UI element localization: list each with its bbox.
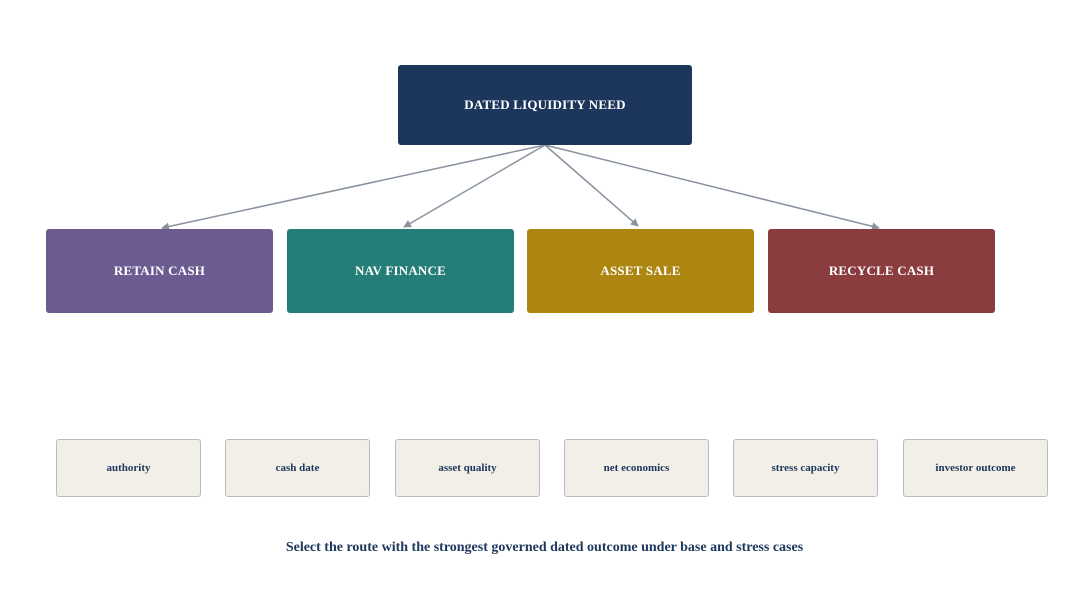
criterion-label: stress capacity	[771, 462, 840, 474]
criterion-label: investor outcome	[935, 462, 1016, 474]
criterion-label: net economics	[603, 462, 670, 474]
connector-nav-finance	[403, 144, 546, 228]
option-label-retain-cash: RETAIN CASH	[113, 263, 206, 278]
criterion-asset-quality: asset quality	[395, 439, 540, 497]
option-label-asset-sale: ASSET SALE	[600, 263, 681, 278]
decision-instruction: Select the route with the strongest gove…	[0, 540, 1089, 556]
connector-recycle-cash	[544, 144, 880, 231]
criterion-label: asset quality	[438, 462, 497, 474]
option-label-nav-finance: NAV FINANCE	[355, 263, 446, 278]
criterion-net-economics: net economics	[564, 439, 709, 497]
connector-retain-cash	[161, 144, 546, 231]
connector-asset-sale	[544, 144, 639, 227]
criterion-investor-outcome: investor outcome	[903, 439, 1048, 497]
criterion-stress-capacity: stress capacity	[733, 439, 878, 497]
root-node-dated-liquidity-need: DATED LIQUIDITY NEED	[398, 65, 692, 145]
option-node-retain-cash: RETAIN CASH	[46, 229, 273, 313]
criterion-cash-date: cash date	[225, 439, 370, 497]
root-node-label: DATED LIQUIDITY NEED	[464, 97, 626, 112]
option-node-asset-sale: ASSET SALE	[527, 229, 754, 313]
option-node-recycle-cash: RECYCLE CASH	[768, 229, 995, 313]
option-label-recycle-cash: RECYCLE CASH	[828, 263, 935, 278]
decision-instruction-text: Select the route with the strongest gove…	[285, 540, 804, 555]
criterion-authority: authority	[56, 439, 201, 497]
option-node-nav-finance: NAV FINANCE	[287, 229, 514, 313]
criterion-label: authority	[106, 462, 151, 474]
criterion-label: cash date	[275, 462, 320, 474]
